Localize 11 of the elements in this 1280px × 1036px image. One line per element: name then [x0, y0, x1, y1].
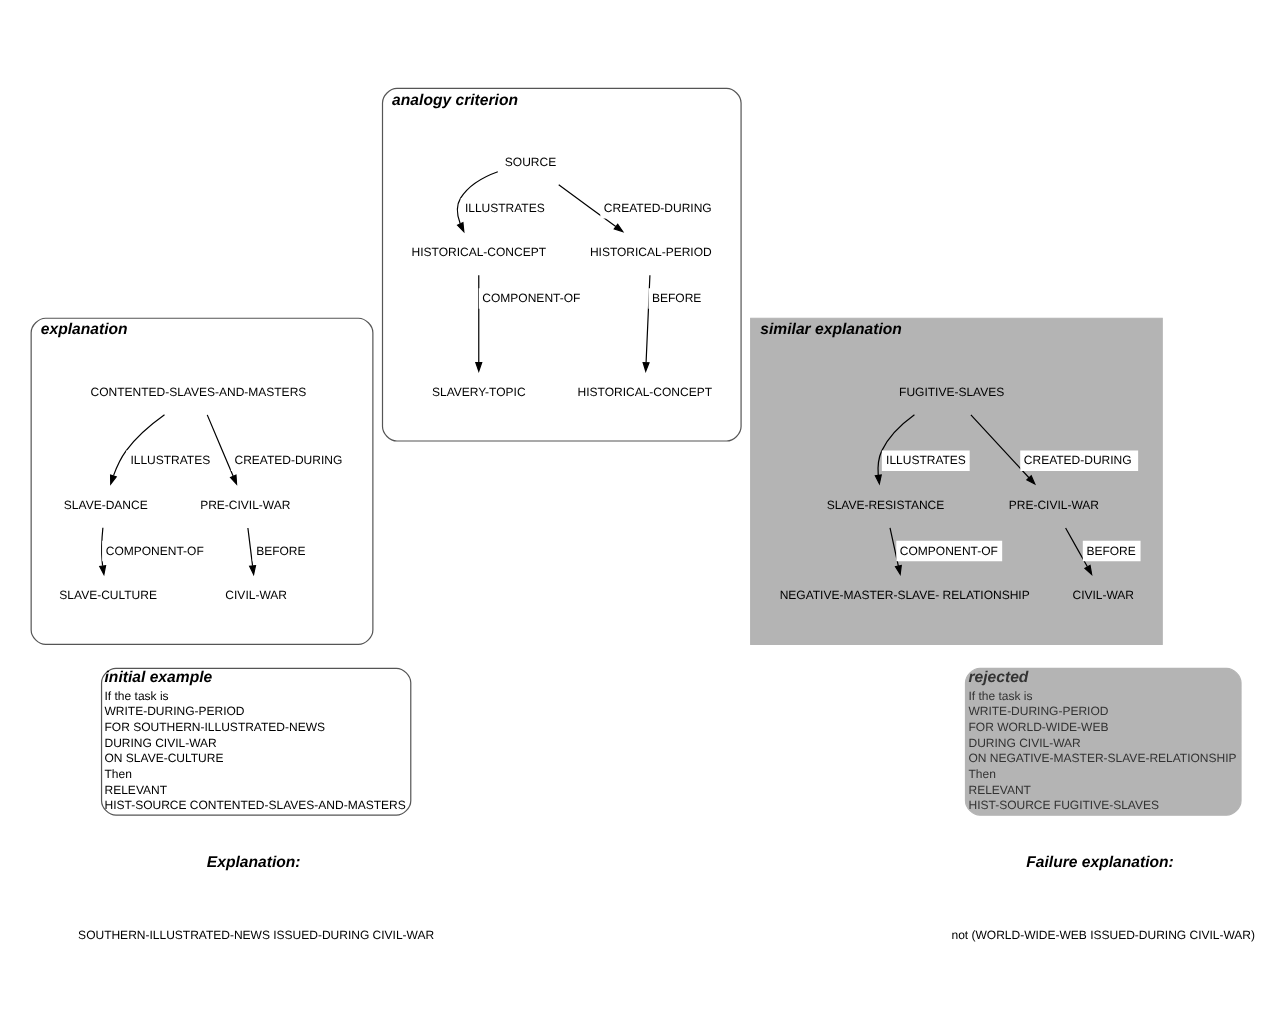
arrow — [1065, 527, 1093, 576]
arrow — [247, 527, 257, 577]
arrow — [558, 184, 625, 233]
arrow — [206, 414, 238, 486]
arrow — [456, 171, 499, 234]
arrow — [970, 414, 1036, 486]
arrow — [474, 274, 483, 373]
arrow — [889, 527, 902, 577]
arrow — [109, 414, 166, 486]
arrow — [98, 527, 107, 577]
arrow — [874, 414, 916, 486]
